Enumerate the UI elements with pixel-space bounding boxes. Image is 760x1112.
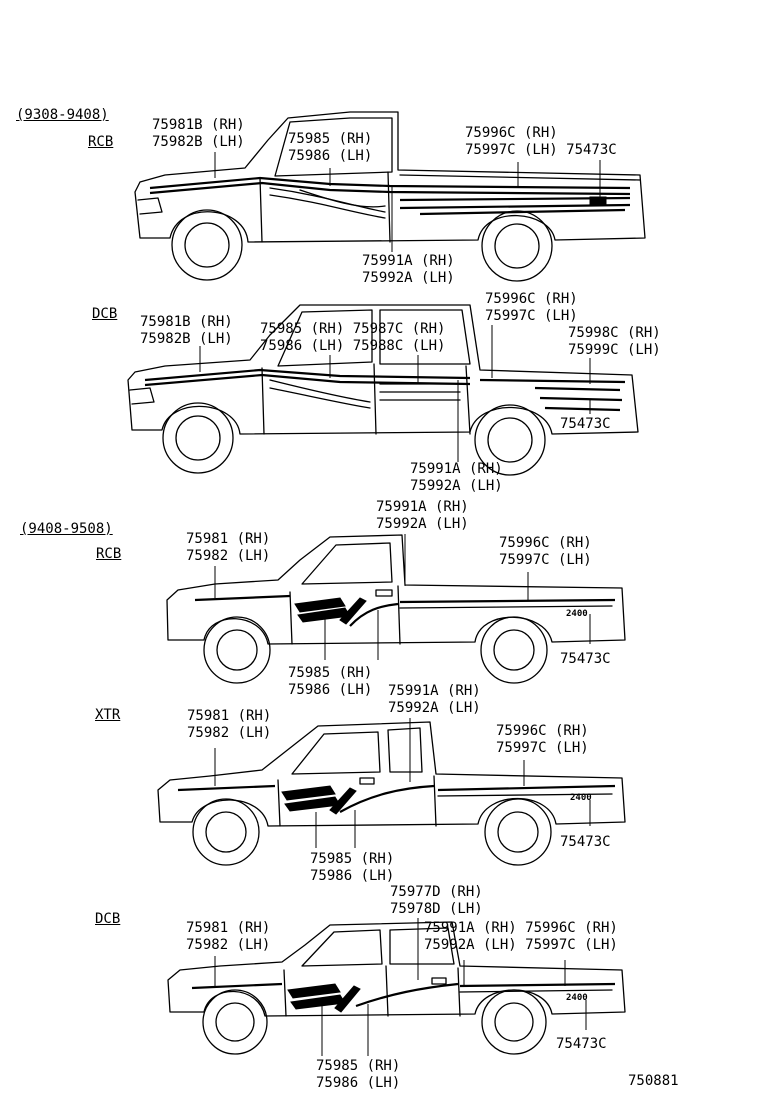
part-callout: 75473C xyxy=(556,1036,607,1052)
part-callout: 75473C xyxy=(560,834,611,850)
part-callout: 75991A (RH)75992A (LH) xyxy=(376,499,469,532)
part-callout: 75985 (RH)75986 (LH) xyxy=(316,1058,401,1091)
badge-2400: 2400 xyxy=(570,793,592,803)
part-callout: 75996C (RH)75997C (LH) xyxy=(496,723,589,756)
body-type-label: XTR xyxy=(95,707,121,723)
part-callout: 75473C xyxy=(560,416,611,432)
part-callout: 75981B (RH)75982B (LH) xyxy=(152,117,245,150)
period-label: (9408-9508) xyxy=(20,521,113,537)
part-callout: 75981 (RH)75982 (LH) xyxy=(186,531,271,564)
part-callout: 75977D (RH)75978D (LH) xyxy=(390,884,483,917)
part-callout: 75991A (RH)75992A (LH) xyxy=(388,683,481,716)
part-callout: 75985 (RH) 75987C (RH)75986 (LH) 75988C … xyxy=(260,321,446,354)
truck-rcb-9308 xyxy=(134,111,646,282)
part-callout: 75985 (RH)75986 (LH) xyxy=(310,851,395,884)
truck-dcb-9308 xyxy=(127,304,639,476)
part-callout: 75998C (RH)75999C (LH) xyxy=(568,325,661,358)
period-label: (9308-9408) xyxy=(16,107,109,123)
truck-xtr: 2400 xyxy=(157,718,626,866)
part-callout: 75985 (RH)75986 (LH) xyxy=(288,131,373,164)
part-callout: 75981 (RH)75982 (LH) xyxy=(187,708,272,741)
truck-dcb-9408: 2400 xyxy=(167,918,626,1056)
body-type-label: RCB xyxy=(88,134,114,150)
body-type-label: DCB xyxy=(92,306,118,322)
part-callout: 75991A (RH)75992A (LH) xyxy=(362,253,455,286)
part-callout: 75981B (RH)75982B (LH) xyxy=(140,314,233,347)
part-callout: 75981 (RH)75982 (LH) xyxy=(186,920,271,953)
part-callout: 75996C (RH)75997C (LH) 75473C xyxy=(465,125,617,158)
part-callout: 75991A (RH)75992A (LH) xyxy=(410,461,503,494)
diagram-ref-number: 750881 xyxy=(628,1073,679,1089)
badge-2400: 2400 xyxy=(566,993,588,1003)
body-type-label: DCB xyxy=(95,911,121,927)
part-callout: 75996C (RH)75997C (LH) xyxy=(499,535,592,568)
truck-rcb-9408: 2400 xyxy=(166,534,626,684)
part-callout: 75985 (RH)75986 (LH) xyxy=(288,665,373,698)
part-callout: 75996C (RH)75997C (LH) xyxy=(485,291,578,324)
badge-2400: 2400 xyxy=(566,609,588,619)
body-type-label: RCB xyxy=(96,546,122,562)
part-callout: 75991A (RH) 75996C (RH)75992A (LH) 75997… xyxy=(424,920,618,953)
part-callout: 75473C xyxy=(560,651,611,667)
